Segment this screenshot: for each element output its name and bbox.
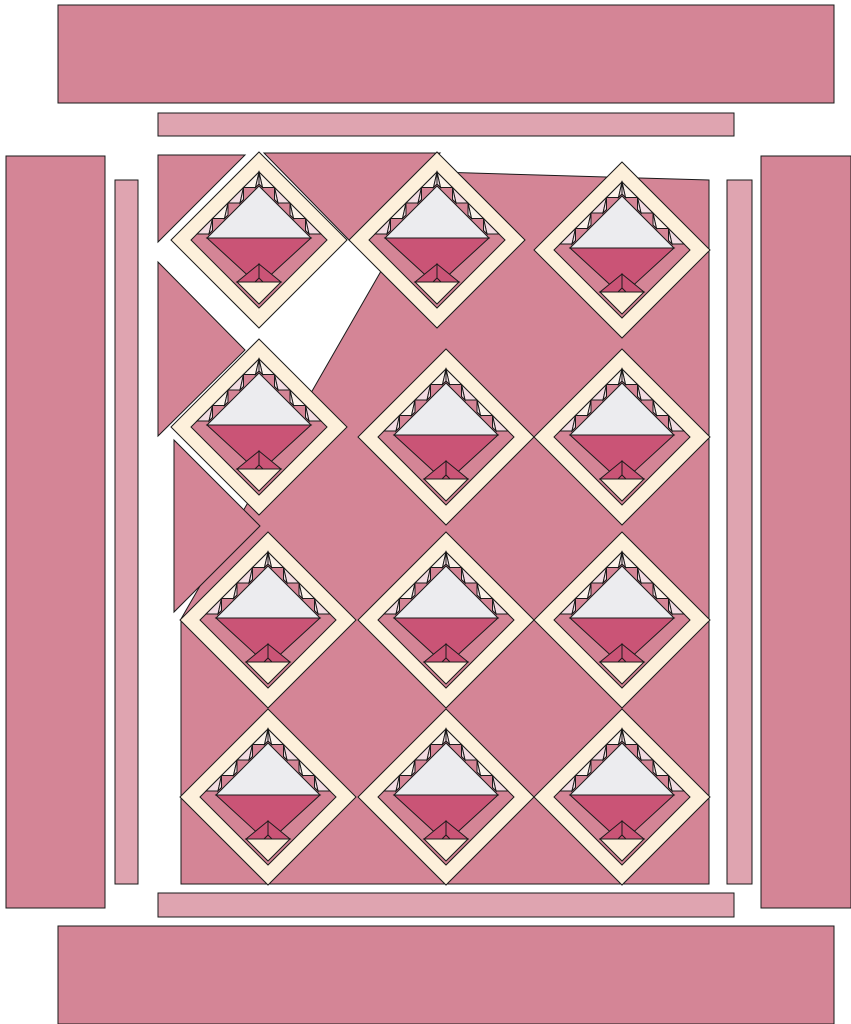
outer-border-left bbox=[6, 156, 105, 908]
outer-border-right bbox=[761, 156, 851, 908]
outer-border-bottom bbox=[58, 926, 834, 1024]
inner-border-right bbox=[727, 180, 752, 884]
inner-border-left bbox=[115, 180, 138, 884]
inner-border-bottom bbox=[158, 893, 734, 917]
outer-border-top bbox=[58, 5, 834, 103]
inner-border-top bbox=[158, 113, 734, 136]
